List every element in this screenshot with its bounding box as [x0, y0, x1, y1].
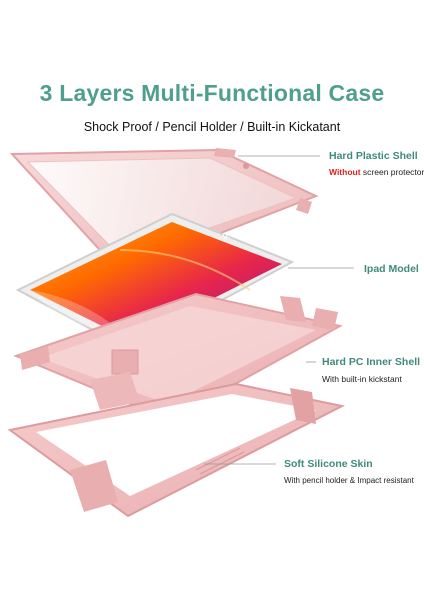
callout-ipad-model-label: Ipad Model: [364, 263, 419, 275]
hard-plastic-shell-layer: [9, 148, 319, 274]
callout-hard-plastic-shell-desc: Without screen protector: [329, 167, 424, 177]
callout-soft-silicone-skin-desc: With pencil holder & Impact resistant: [284, 476, 414, 485]
page-subtitle: Shock Proof / Pencil Holder / Built-in K…: [83, 120, 341, 134]
page-title: 3 Layers Multi-Functional Case: [39, 80, 385, 106]
callout-hard-pc-inner-shell-label: Hard PC Inner Shell: [322, 356, 421, 368]
callout-desc-rest: screen protector: [360, 167, 424, 177]
callout-hard-plastic-shell-label: Hard Plastic Shell: [329, 150, 418, 162]
hard-pc-inner-shell-layer: [13, 292, 343, 422]
soft-silicone-skin-layer: [7, 382, 345, 518]
callout-soft-silicone-skin-label: Soft Silicone Skin: [284, 458, 373, 470]
callout-hard-pc-inner-shell-desc: With built-in kickstant: [322, 374, 402, 384]
callout-warning-text: Without: [329, 167, 361, 177]
